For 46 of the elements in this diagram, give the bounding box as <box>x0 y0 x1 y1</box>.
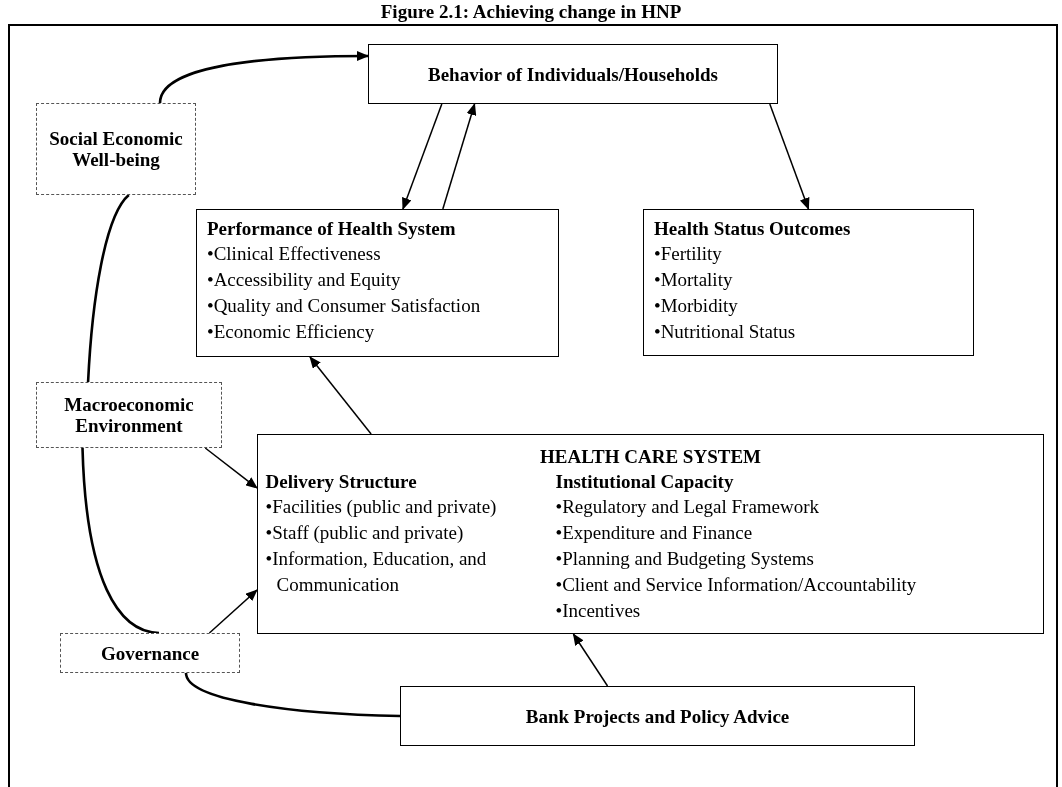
figure-title: Figure 2.1: Achieving change in HNP <box>379 1 683 23</box>
box-heading: Performance of Health System <box>207 217 457 241</box>
bullet-item: •Economic Efficiency <box>207 320 376 344</box>
arrow <box>204 447 258 489</box>
arrow <box>402 103 443 210</box>
box-heading: Health Status Outcomes <box>654 217 852 241</box>
box-label: Behavior of Individuals/Households <box>428 63 718 85</box>
connector-line <box>86 194 130 383</box>
box-heading: HEALTH CARE SYSTEM <box>540 445 761 469</box>
box-label: Governance <box>100 642 200 664</box>
connector-line <box>81 447 160 635</box>
bullet-item: •Staff (public and private) <box>265 521 465 545</box>
list-box <box>643 209 974 356</box>
bullet-item: •Morbidity <box>654 294 739 318</box>
bullet-item: •Mortality <box>654 268 734 292</box>
column-heading: Delivery Structure <box>265 470 418 494</box>
dashed-factor-box <box>36 103 196 195</box>
arrow <box>208 589 258 634</box>
bullet-item: •Client and Service Information/Accountability <box>555 573 918 597</box>
process-box <box>400 686 915 746</box>
bullet-item: •Information, Education, and Communication <box>265 547 488 597</box>
bullet-item: •Quality and Consumer Satisfaction <box>207 294 482 318</box>
dashed-factor-box <box>60 633 240 673</box>
bullet-item: •Clinical Effectiveness <box>207 242 382 266</box>
bullet-item: •Accessibility and Equity <box>207 268 402 292</box>
bullet-item: •Regulatory and Legal Framework <box>555 495 821 519</box>
list-box <box>196 209 559 357</box>
process-box <box>368 44 778 104</box>
box-label: Macroeconomic Environment <box>63 394 195 436</box>
arrow <box>442 103 477 210</box>
arrow <box>309 356 372 435</box>
bullet-item: •Nutritional Status <box>654 320 797 344</box>
system-box <box>257 434 1044 634</box>
arrow <box>769 103 810 210</box>
connector-line <box>184 672 401 718</box>
bullet-item: •Incentives <box>555 599 642 623</box>
bullet-item: •Fertility <box>654 242 723 266</box>
bullet-item: •Facilities (public and private) <box>265 495 498 519</box>
box-label: Bank Projects and Policy Advice <box>525 705 790 727</box>
bullet-item: •Expenditure and Finance <box>555 521 754 545</box>
arrow <box>572 633 609 687</box>
curved-arrow <box>158 51 369 104</box>
bullet-item: •Planning and Budgeting Systems <box>555 547 815 571</box>
box-label: Social Economic Well-being <box>48 128 184 170</box>
column-heading: Institutional Capacity <box>555 470 735 494</box>
dashed-factor-box <box>36 382 222 448</box>
